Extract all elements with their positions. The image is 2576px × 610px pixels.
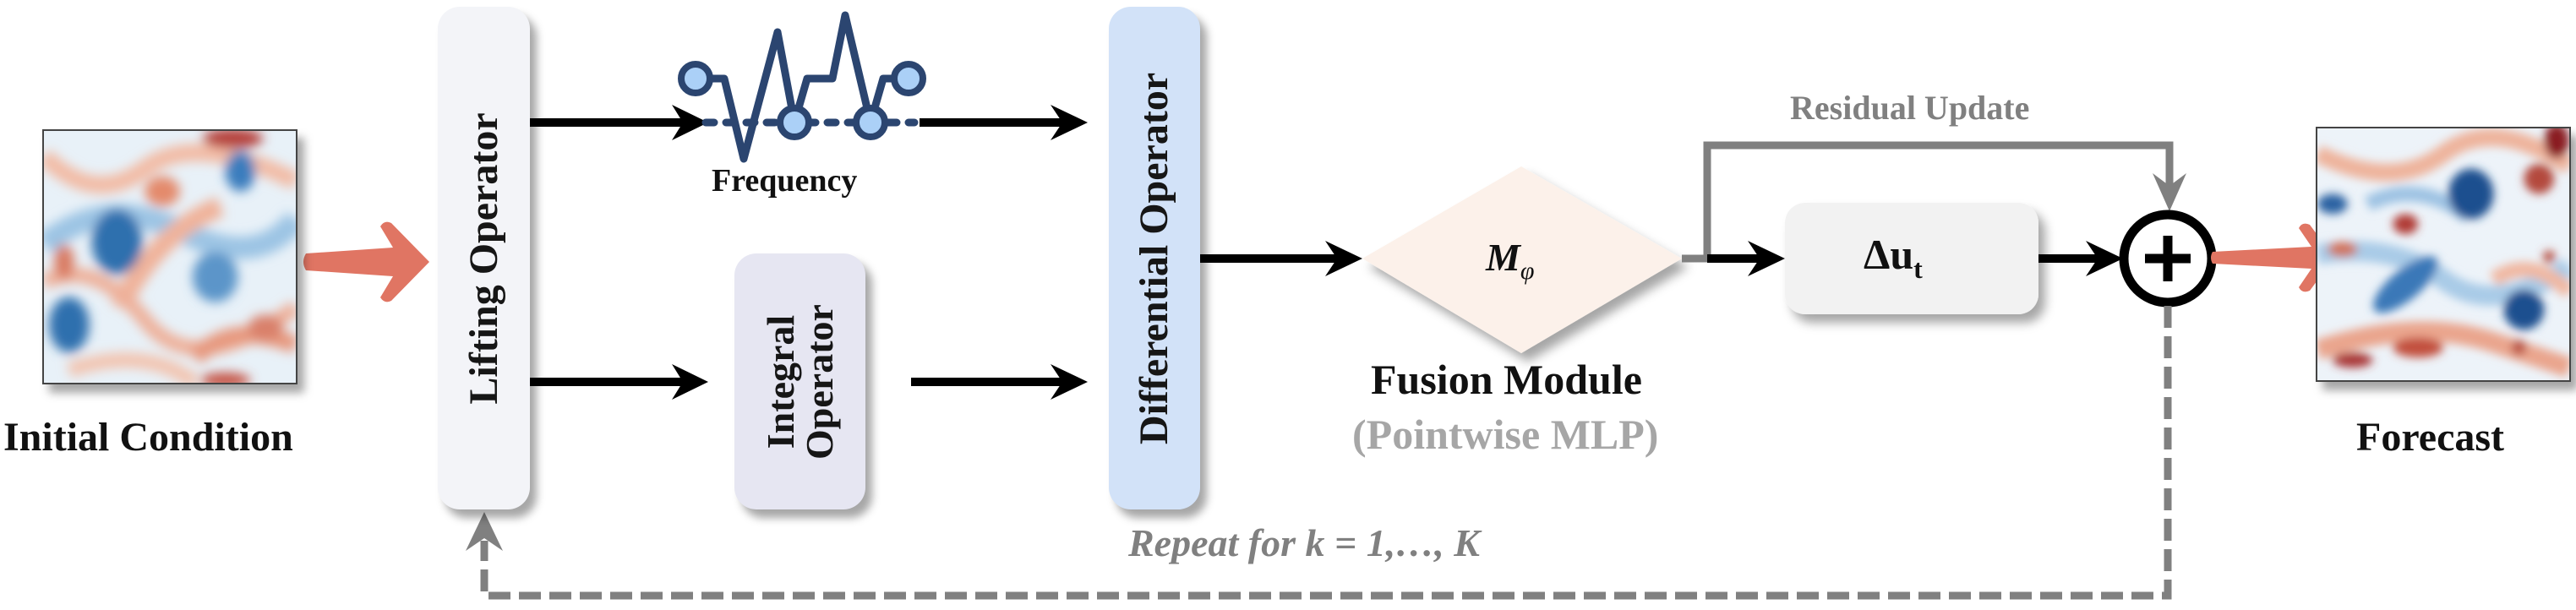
initial-condition-label: Initial Condition — [3, 415, 293, 460]
arrow-frequency-to-differential — [920, 105, 1088, 140]
delta-u-subscript: t — [1913, 253, 1923, 284]
fusion-symbol-subscript: φ — [1520, 257, 1535, 286]
vorticity-field-forecast — [2317, 128, 2569, 380]
input-flow-arrow — [303, 221, 429, 302]
lifting-operator-label: Lifting Operator — [461, 112, 506, 405]
fusion-symbol: Mφ — [1486, 235, 1535, 286]
delta-u-main: Δu — [1864, 231, 1914, 278]
integral-operator-label: Integral Operator — [758, 303, 841, 460]
fusion-module-label: Fusion Module — [1371, 356, 1642, 403]
frequency-label: Frequency — [712, 163, 858, 199]
residual-update-label: Residual Update — [1790, 89, 2030, 127]
arrow-differential-to-fusion — [1200, 241, 1362, 276]
integral-operator-block: Integral Operator — [734, 253, 865, 509]
arrow-delta-to-sum — [2038, 241, 2123, 276]
integral-operator-label-line1: Integral — [758, 314, 802, 449]
delta-u-symbol: Δut — [1864, 230, 1923, 285]
arrow-lifting-to-frequency — [530, 105, 708, 140]
repeat-loop-label: Repeat for k = 1,…, K — [1128, 521, 1480, 564]
output-flow-arrow — [2211, 223, 2334, 292]
repeat-loop-path — [466, 306, 2172, 600]
forecast-image — [2316, 127, 2571, 382]
initial-condition-image — [42, 129, 297, 384]
differential-operator-label: Differential Operator — [1132, 72, 1176, 444]
plus-circle-icon — [2119, 210, 2217, 308]
frequency-spectrum-icon — [678, 11, 926, 163]
vorticity-field-initial — [44, 131, 296, 383]
differential-operator-block: Differential Operator — [1109, 7, 1200, 509]
integral-operator-label-line2: Operator — [797, 303, 841, 460]
forecast-label: Forecast — [2356, 415, 2505, 460]
arrow-integral-to-differential — [911, 364, 1088, 400]
fusion-symbol-main: M — [1486, 236, 1520, 279]
lifting-operator-block: Lifting Operator — [438, 7, 530, 509]
delta-u-box — [1785, 203, 2038, 314]
arrow-lifting-to-integral — [530, 364, 708, 400]
arrow-fusion-to-delta — [1707, 241, 1785, 276]
residual-update-path — [1682, 141, 2186, 263]
fusion-module-sublabel: (Pointwise MLP) — [1352, 411, 1659, 458]
fusion-module-diamond — [1362, 166, 1682, 353]
